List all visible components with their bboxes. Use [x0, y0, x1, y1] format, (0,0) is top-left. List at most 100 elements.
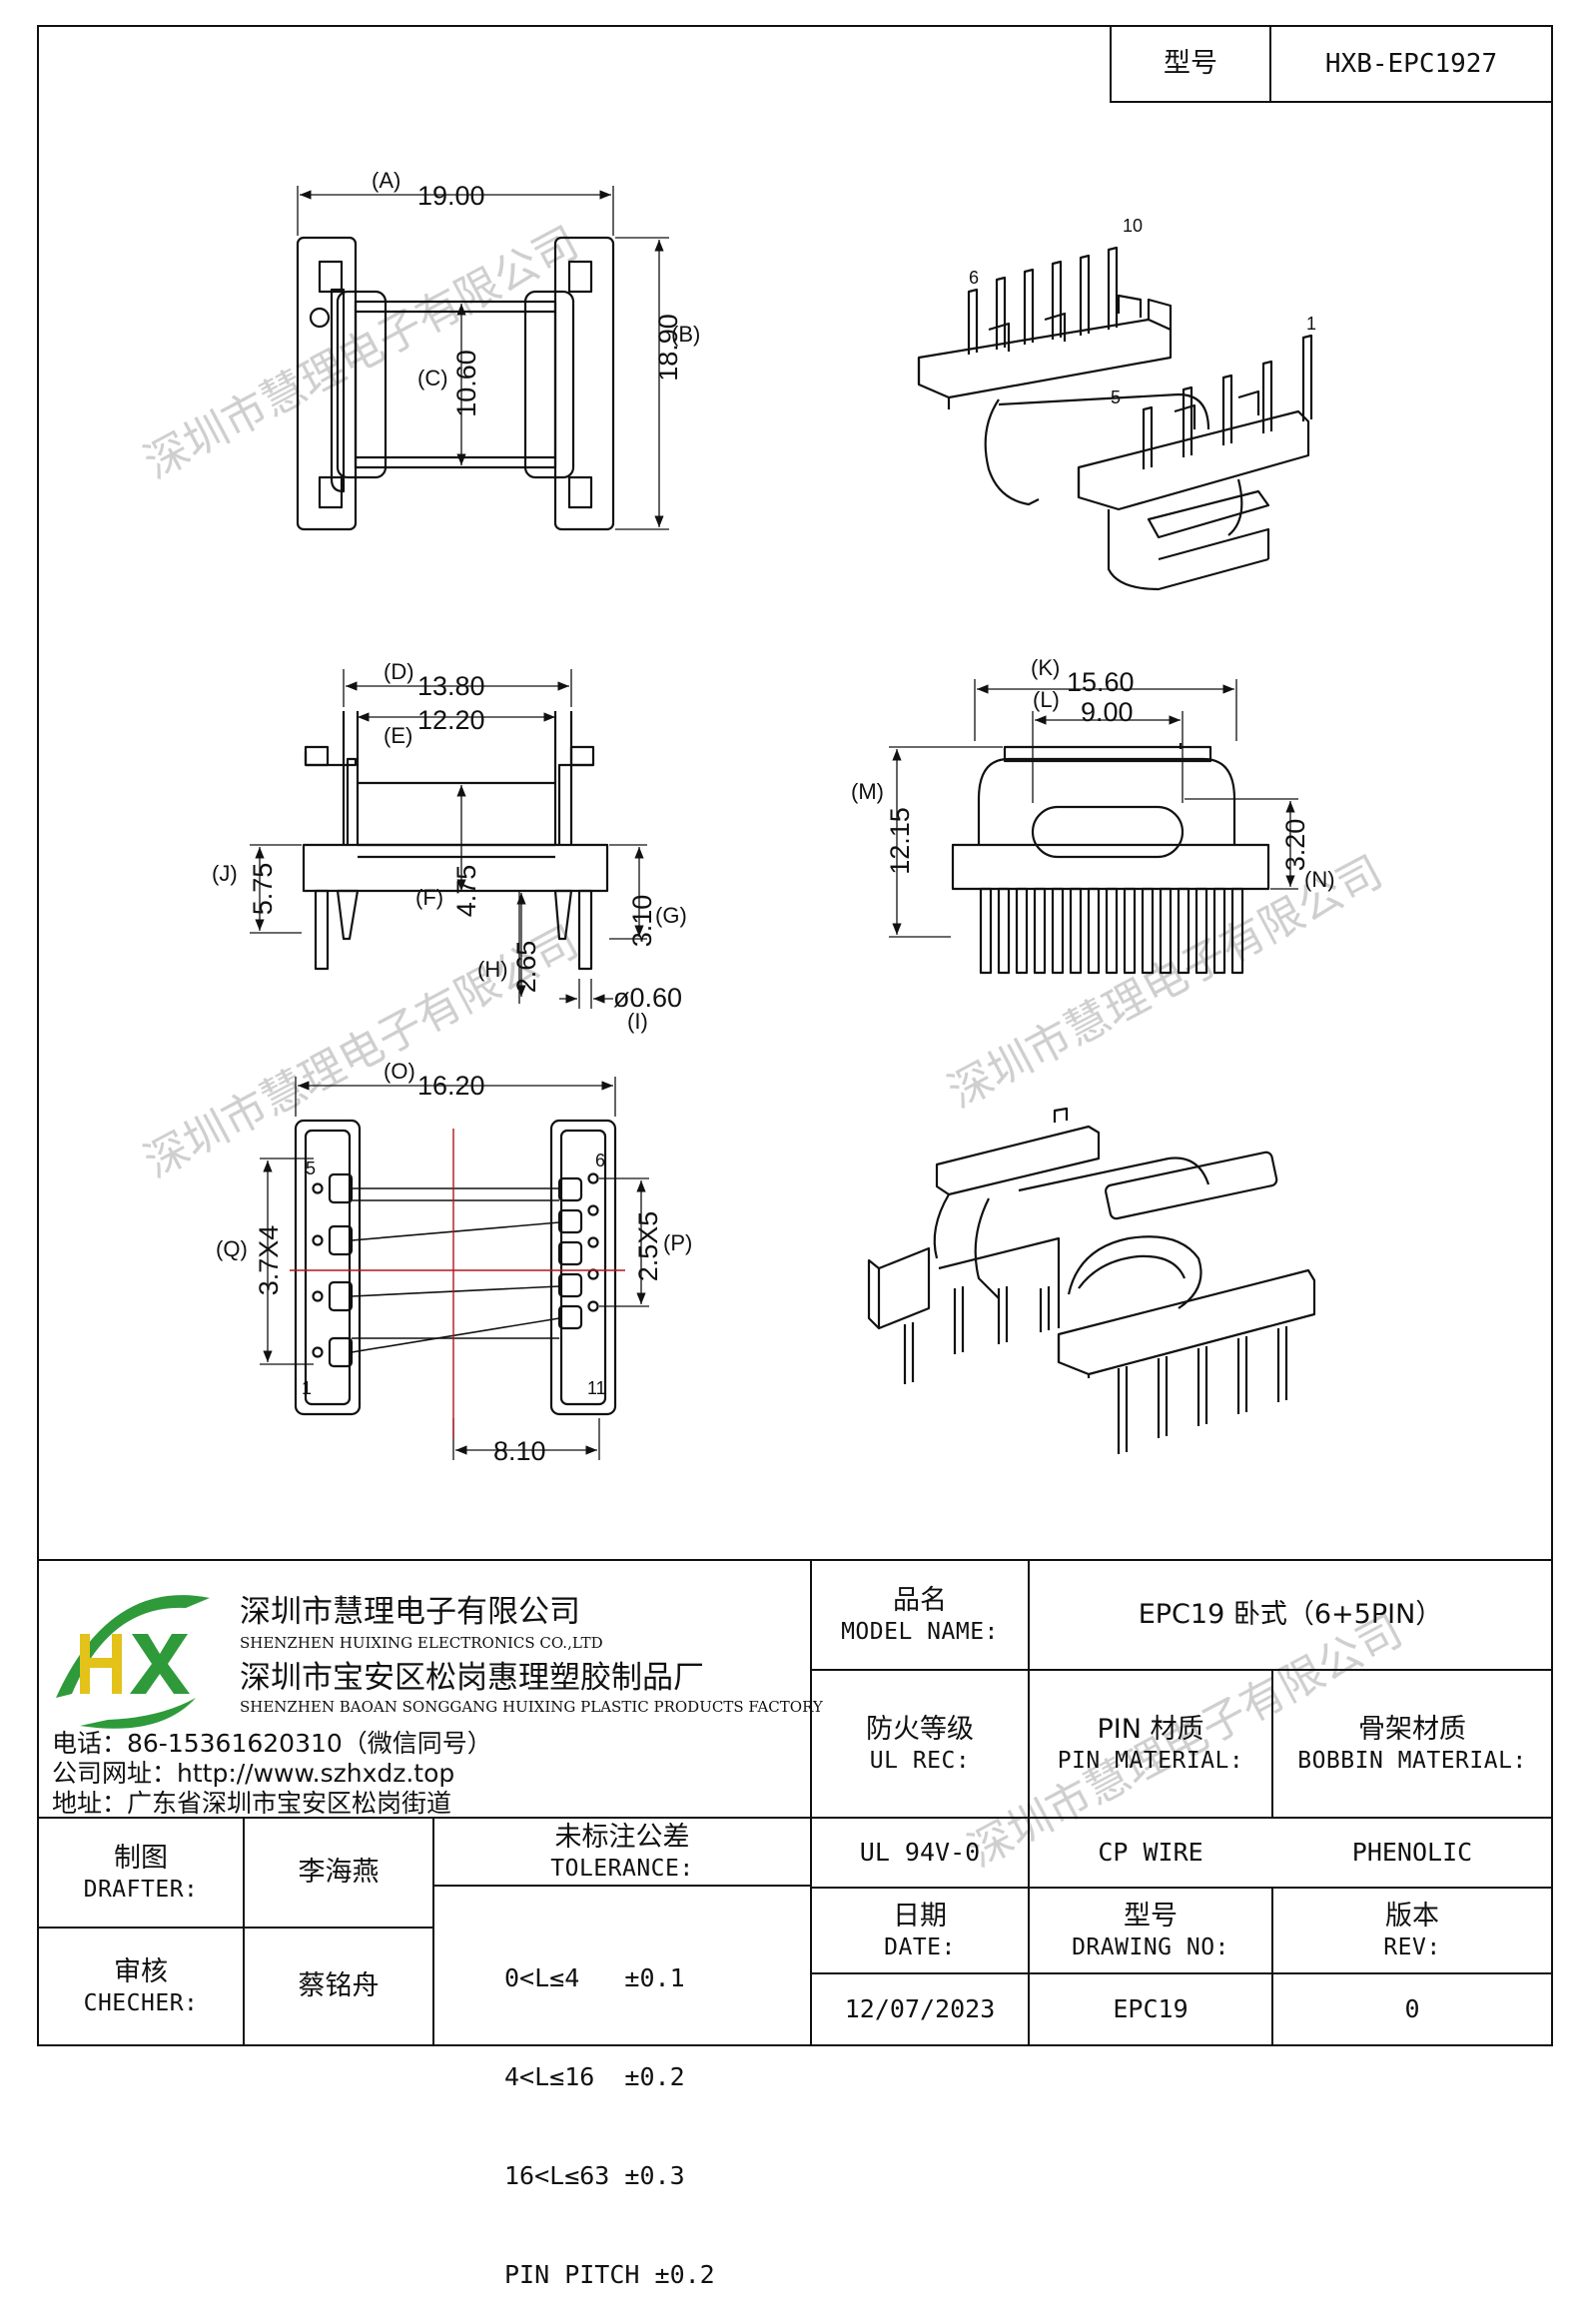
fire-rating-value: UL 94V-0	[859, 1838, 981, 1868]
header-model-value: HXB-EPC1927	[1324, 48, 1498, 79]
date-en: DATE:	[884, 1934, 956, 1960]
dim-value-m: 12.15	[885, 807, 915, 875]
rev-en: REV:	[1383, 1934, 1441, 1960]
dim-label-f: (F)	[415, 885, 443, 910]
dim-value-i: ø0.60	[613, 983, 682, 1013]
pin-number-1: 1	[1306, 314, 1316, 334]
dim-label-i: (I)	[627, 1009, 648, 1034]
dim-value-f: 4.75	[451, 865, 481, 918]
factory-name-cn: 深圳市宝安区松岗惠理塑胶制品厂	[240, 1660, 704, 1696]
drafter-en: DRAFTER:	[83, 1876, 199, 1903]
title-block-grid	[38, 1559, 1552, 2045]
dim-value-k: 15.60	[1067, 667, 1135, 697]
fire-rating-en: UL REC:	[869, 1747, 971, 1774]
company-website: 公司网址：http://www.szhxdz.top	[52, 1759, 455, 1788]
dim-value-j: 5.75	[248, 863, 278, 916]
checker-header: 审核 CHECHER:	[38, 1928, 244, 2045]
bobbin-material-cn: 骨架材质	[1358, 1713, 1466, 1745]
tolerance-line: 4<L≤16 ±0.2	[504, 2062, 685, 2091]
bobbin-material-en: BOBBIN MATERIAL:	[1297, 1747, 1527, 1774]
front-view	[250, 669, 647, 1009]
dim-value-l: 9.00	[1081, 697, 1134, 727]
dim-label-o: (O)	[384, 1059, 415, 1084]
dim-value-pitch: 8.10	[493, 1436, 546, 1466]
model-name-value: EPC19 卧式（6+5PIN）	[1138, 1599, 1443, 1631]
bottom-view	[260, 1077, 649, 1460]
bobbin-material-header: 骨架材质 BOBBIN MATERIAL:	[1272, 1670, 1552, 1818]
rev-cn: 版本	[1385, 1900, 1439, 1932]
watermark-text: 深圳市慧理电子有限公司	[137, 218, 586, 487]
header-model-label: 型号	[1164, 48, 1217, 80]
dim-value-h: 2.65	[511, 941, 541, 994]
dim-label-j: (J)	[212, 861, 238, 886]
dim-label-m: (M)	[851, 779, 884, 804]
date-header: 日期 DATE:	[811, 1888, 1029, 1973]
company-phone: 电话：86-15361620310（微信同号）	[52, 1729, 492, 1758]
company-logo	[56, 1595, 210, 1729]
drawing-no-en: DRAWING NO:	[1072, 1934, 1229, 1960]
pin-number-10: 10	[1123, 216, 1143, 236]
top-view	[296, 186, 669, 531]
dim-label-g: (G)	[655, 903, 687, 928]
side-view	[889, 679, 1298, 975]
dim-value-e: 12.20	[417, 705, 485, 735]
bobbin-material-value: PHENOLIC	[1351, 1838, 1473, 1868]
bottom-pin-number-6: 6	[595, 1151, 605, 1170]
model-name-header: 品名 MODEL NAME:	[811, 1560, 1029, 1670]
logo-swoosh-lower	[80, 1698, 196, 1729]
drafter-value: 李海燕	[298, 1857, 380, 1889]
bottom-pin-number-11: 11	[587, 1378, 606, 1398]
isometric-view-top	[917, 246, 1313, 591]
drafter-header: 制图 DRAFTER:	[38, 1818, 244, 1928]
tolerance-line: 16<L≤63 ±0.3	[504, 2161, 685, 2190]
drawing-sheet: 深圳市慧理电子有限公司 深圳市慧理电子有限公司 深圳市慧理电子有限公司 深圳市慧…	[37, 25, 1553, 2289]
dim-value-a: 19.00	[417, 181, 485, 211]
bottom-pin-number-1: 1	[302, 1378, 312, 1398]
checker-cn: 审核	[114, 1955, 168, 1987]
header-model-box	[1110, 25, 1553, 103]
dim-value-c: 10.60	[451, 350, 481, 417]
rev-value: 0	[1404, 1994, 1420, 2024]
dim-label-c: (C)	[417, 366, 448, 390]
model-name-cn: 品名	[893, 1584, 947, 1616]
bottom-pin-number-5: 5	[306, 1159, 316, 1178]
sheet-border	[37, 25, 1553, 2046]
dim-label-n: (N)	[1304, 867, 1335, 892]
pin-material-en: PIN MATERIAL:	[1057, 1747, 1244, 1774]
dim-label-d: (D)	[384, 659, 414, 684]
drawing-svg: 深圳市慧理电子有限公司 深圳市慧理电子有限公司 深圳市慧理电子有限公司 深圳市慧…	[37, 25, 1553, 2046]
logo-swoosh	[56, 1595, 210, 1698]
fire-rating-cn: 防火等级	[866, 1713, 974, 1745]
dim-label-e: (E)	[384, 723, 412, 748]
centerlines	[290, 1129, 625, 1438]
factory-name-en: SHENZHEN BAOAN SONGGANG HUIXING PLASTIC …	[240, 1698, 823, 1716]
dim-label-h: (H)	[477, 957, 508, 982]
fire-rating-header: 防火等级 UL REC:	[811, 1670, 1029, 1818]
rev-header: 版本 REV:	[1272, 1888, 1552, 1973]
tolerance-header: 未标注公差 TOLERANCE:	[433, 1818, 811, 1886]
drawing-no-header: 型号 DRAWING NO:	[1029, 1888, 1272, 1973]
dim-value-p: 2.5X5	[633, 1211, 663, 1282]
dim-value-o: 16.20	[417, 1071, 485, 1101]
company-name-cn: 深圳市慧理电子有限公司	[240, 1594, 580, 1630]
tolerance-en: TOLERANCE:	[550, 1855, 694, 1882]
drawing-no-cn: 型号	[1124, 1900, 1178, 1932]
pin-material-header: PIN 材质 PIN MATERIAL:	[1029, 1670, 1272, 1818]
isometric-view-bottom	[867, 1107, 1316, 1454]
pin-number-6: 6	[969, 268, 979, 288]
company-address: 地址：广东省深圳市宝安区松岗街道	[52, 1789, 452, 1818]
dim-value-q: 3.7X4	[254, 1225, 284, 1296]
model-name-en: MODEL NAME:	[841, 1618, 999, 1645]
dim-value-g: 3.10	[627, 895, 657, 948]
tolerance-cn: 未标注公差	[554, 1821, 690, 1853]
drafter-cn: 制图	[114, 1842, 168, 1874]
date-cn: 日期	[893, 1900, 947, 1932]
dim-label-q: (Q)	[216, 1236, 248, 1261]
dim-value-d: 13.80	[417, 671, 485, 701]
tolerance-list: 0<L≤4 ±0.1 4<L≤16 ±0.2 16<L≤63 ±0.3 PIN …	[504, 1896, 715, 2324]
dim-label-p: (P)	[663, 1230, 692, 1255]
dim-label-l: (L)	[1033, 687, 1060, 712]
pin-material-value: CP WIRE	[1098, 1838, 1203, 1868]
drawing-no-value: EPC19	[1113, 1994, 1189, 2024]
tolerance-line: 0<L≤4 ±0.1	[504, 1963, 685, 1992]
